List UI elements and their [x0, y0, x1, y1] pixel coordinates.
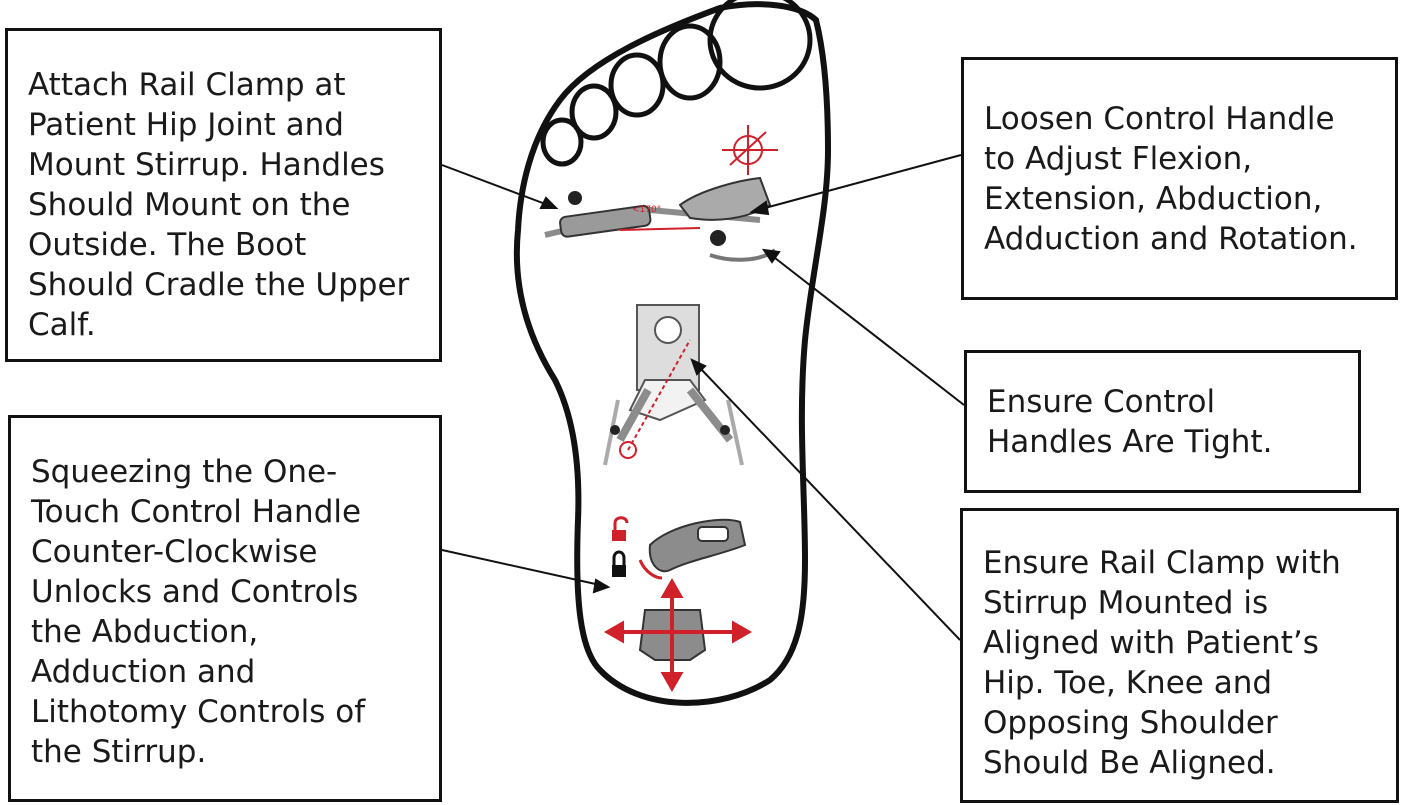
callout-alignment: Ensure Rail Clamp with Stirrup Mounted i… [960, 508, 1399, 803]
unlock-icon [612, 516, 629, 541]
rail-angle-label: <170° [632, 205, 661, 215]
callout-loosen-handle-text: Loosen Control Handle to Adjust Flexion,… [984, 100, 1358, 257]
foot-outline [513, 1, 832, 706]
callout-alignment-text: Ensure Rail Clamp with Stirrup Mounted i… [983, 545, 1341, 781]
callout-one-touch-text: Squeezing the One-Touch Control Handle C… [31, 454, 366, 770]
callout-one-touch: Squeezing the One-Touch Control Handle C… [8, 415, 442, 802]
callout-tight-handles: Ensure Control Handles Are Tight. [964, 350, 1361, 493]
patient-alignment-figure [603, 304, 744, 466]
leader-lines [441, 154, 965, 641]
callout-rail-clamp: Attach Rail Clamp at Patient Hip Joint a… [5, 28, 442, 362]
callout-tight-handles-text: Ensure Control Handles Are Tight. [987, 383, 1273, 460]
boot-handle-icon [638, 518, 747, 580]
callout-loosen-handle: Loosen Control Handle to Adjust Flexion,… [961, 57, 1398, 300]
direction-arrows-icon [603, 577, 753, 693]
callout-rail-clamp-text: Attach Rail Clamp at Patient Hip Joint a… [28, 67, 410, 343]
lock-icon [612, 550, 626, 577]
toes [540, 0, 813, 167]
stirrup-rail-clamp: <170° [544, 125, 778, 262]
